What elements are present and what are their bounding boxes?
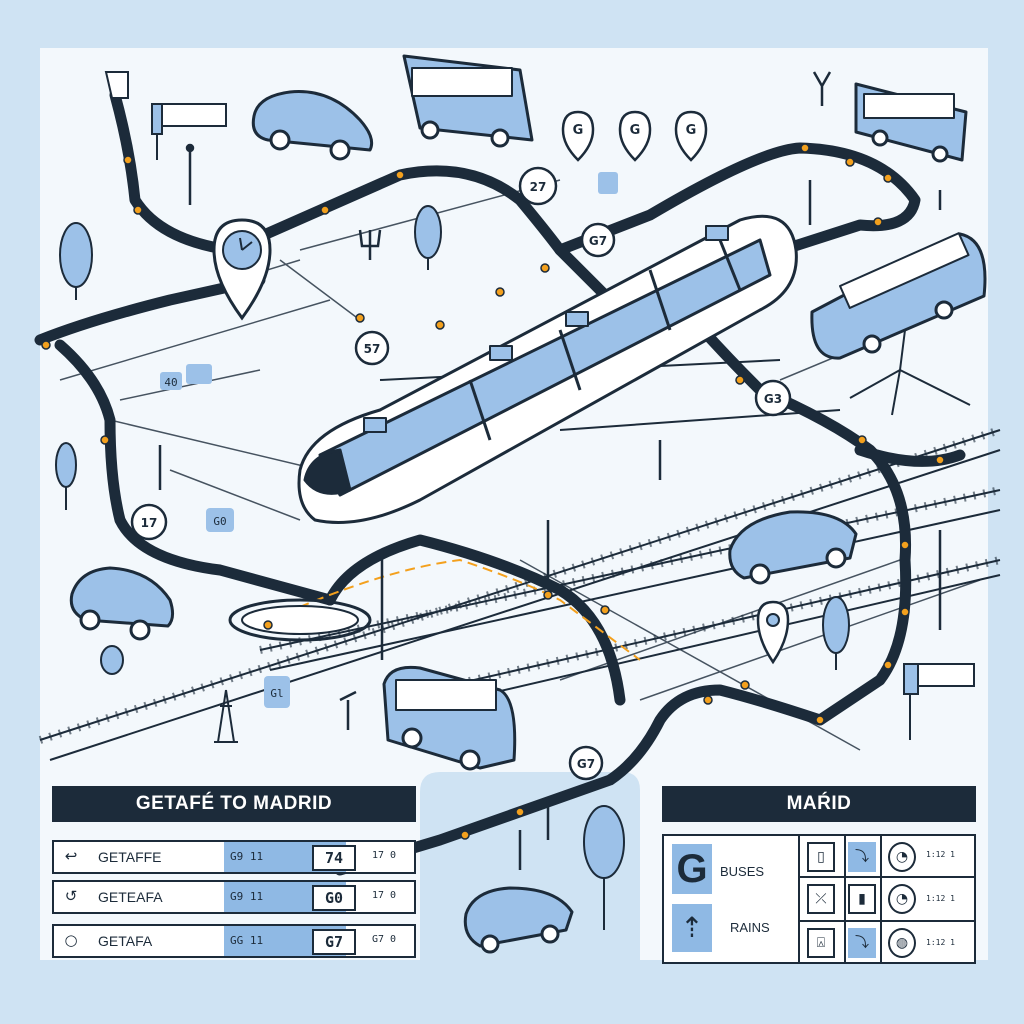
destination-title: MAŔID [786,793,852,814]
stop-label: G7 [589,234,607,248]
small-tags [160,172,618,708]
route-row[interactable]: ↺ GETEAFA G9 11 G0 17 0 [52,880,416,914]
pin-badge: G [686,123,697,138]
trains-label: RAINS [730,920,770,935]
bus-vehicles [382,54,987,771]
door-icon[interactable]: ▮ [848,884,876,914]
clock-pin-icon [212,218,272,321]
route-time: 17 0 [372,850,397,861]
tag-label: Gl [270,687,283,700]
gaffe-icon: ↩ [64,847,78,865]
clock-icon[interactable]: ◔ [888,884,916,914]
tracks-icon[interactable]: ⤫ [807,884,835,914]
route-title-bar: GETAFÉ TO MADRID [52,786,416,822]
return-icon: ↺ [64,887,78,905]
high-speed-train [297,214,798,524]
route-time: G7 0 [372,934,397,945]
transport-grid: G BUSES ⇡ RAINS ▯ ⤵ ◔ 1:12 1 ⤫ ▮ ◔ 1:12 … [662,834,976,964]
route-number: G7 [312,929,356,955]
stop-label: 27 [530,180,547,194]
route-stop-name: GETEAFA [98,889,163,905]
destination-title-bar: MAŔID [662,786,976,822]
clock-icon[interactable]: ◔ [888,842,916,872]
stop-label: G3 [764,392,782,406]
train-icon[interactable]: ⍓ [807,928,835,958]
circle-icon: ○ [64,931,78,949]
stop-dots [41,143,945,840]
pin-badge: G [573,123,584,138]
stop-label: G7 [577,757,595,771]
route-row[interactable]: ○ GETAFA GG 11 G7 G7 0 [52,924,416,958]
route-icon[interactable]: ⤵ [848,928,876,958]
route-time: 17 0 [372,890,397,901]
stop-labels: 27 G7 57 G3 17 G7 [141,180,782,771]
grid-note: 1:12 1 [926,894,955,903]
route-title: GETAFÉ TO MADRID [135,793,333,814]
big-g-logo: G [672,844,712,894]
wind-turbine [849,329,971,416]
cars [69,90,858,954]
loop-track [228,598,372,642]
route-stop-name: GETAFA [98,933,153,949]
g-pin-icons [561,110,790,665]
street-signs [104,71,975,740]
route-number: 74 [312,845,356,871]
route-number: G0 [312,885,356,911]
route-icon[interactable]: ⤵ [848,842,876,872]
numbered-stops [130,166,792,781]
bus-stop-icon[interactable]: ▯ [807,842,835,872]
trees [55,205,850,930]
pylon [214,689,238,743]
timer-icon[interactable]: ◍ [888,928,916,958]
poles [158,71,942,870]
tag-label: 40 [164,376,177,389]
route-stop-name: GETAFFE [98,849,162,865]
stop-label: 57 [364,342,381,356]
route-row[interactable]: ↩ GETAFFE G9 11 74 17 0 [52,840,416,874]
grid-note: 1:12 1 [926,850,955,859]
tracks-up-icon: ⇡ [672,904,712,952]
dashed-route [269,558,641,661]
buses-label: BUSES [720,864,765,879]
pin-badge: G [630,123,641,138]
map-background [40,48,988,960]
stop-label: 17 [141,516,158,530]
tag-label: G0 [213,515,226,528]
grid-note: 1:12 1 [926,938,955,947]
